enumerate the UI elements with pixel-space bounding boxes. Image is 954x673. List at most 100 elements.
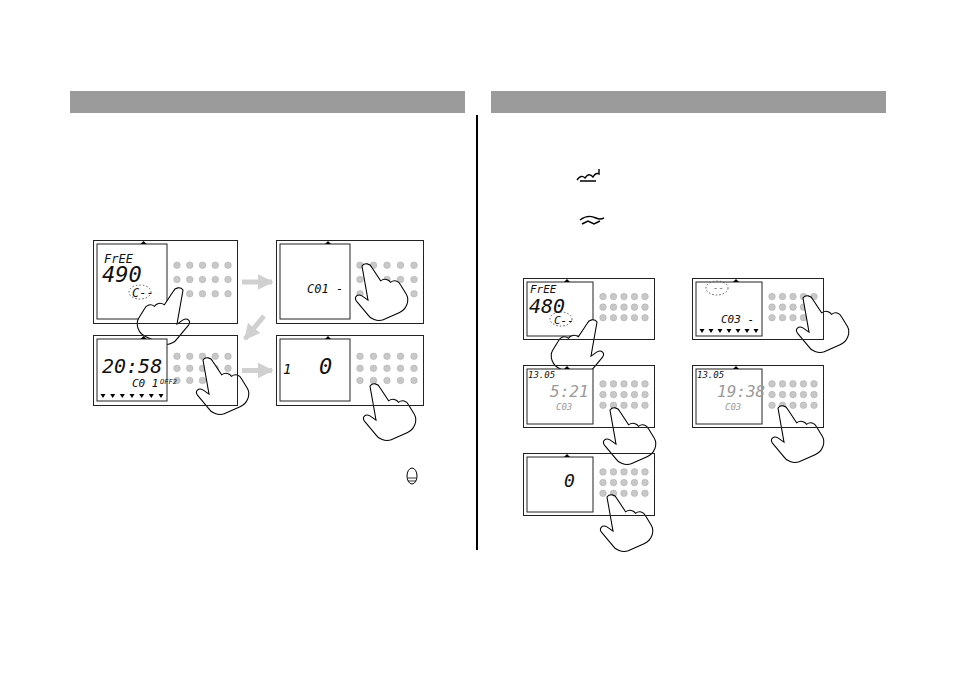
key-button	[621, 391, 628, 398]
key-button	[600, 402, 607, 409]
lcd-screen	[527, 282, 593, 336]
device-screen: -- C03 -	[692, 278, 824, 340]
key-button	[631, 391, 638, 398]
lcd-text: C01 -	[307, 283, 343, 295]
indicator	[141, 336, 147, 339]
header-bar	[70, 91, 465, 113]
key-button	[779, 293, 786, 300]
key-button	[642, 490, 649, 497]
key-button	[411, 276, 418, 283]
key-button	[790, 304, 797, 311]
device-screen: 10	[276, 335, 424, 406]
day-marker	[700, 329, 705, 333]
key-button	[800, 391, 807, 398]
day-marker	[101, 394, 106, 398]
key-button	[642, 391, 649, 398]
lcd-text: 5:21	[550, 384, 589, 400]
indicator	[564, 366, 570, 369]
key-button	[769, 391, 776, 398]
key-button	[642, 314, 649, 321]
key-button	[199, 262, 206, 269]
key-button	[779, 314, 786, 321]
key-button	[610, 314, 617, 321]
key-button	[357, 353, 364, 360]
device-screen: FrEE480C--	[523, 278, 655, 340]
key-button	[610, 293, 617, 300]
blink-mark	[706, 281, 728, 295]
key-button	[174, 353, 181, 360]
indicator	[733, 366, 739, 369]
key-button	[212, 276, 219, 283]
key-button	[800, 402, 807, 409]
key-button	[631, 293, 638, 300]
key-button	[811, 381, 818, 388]
lcd-screen	[527, 457, 593, 512]
key-button	[621, 402, 628, 409]
key-button	[631, 479, 638, 486]
day-marker	[736, 329, 741, 333]
key-button	[600, 381, 607, 388]
indicator	[325, 241, 331, 244]
device-screen: 20:58C0 1OFF2	[93, 335, 238, 406]
key-button	[642, 402, 649, 409]
day-marker	[727, 329, 732, 333]
day-marker	[139, 394, 144, 398]
key-button	[621, 314, 628, 321]
key-button	[212, 262, 219, 269]
key-button	[600, 391, 607, 398]
indicator	[564, 279, 570, 282]
key-button	[621, 304, 628, 311]
key-button	[225, 290, 232, 297]
lcd-text: 480	[529, 296, 565, 316]
lcd-text: C0 1	[132, 378, 159, 389]
device-picture	[280, 241, 417, 324]
indicator	[733, 279, 739, 282]
key-button	[411, 353, 418, 360]
device-screen: 0	[523, 453, 655, 516]
day-marker	[754, 329, 759, 333]
key-button	[631, 381, 638, 388]
key-button	[642, 381, 649, 388]
pressing-hand	[191, 352, 252, 418]
key-button	[411, 262, 418, 269]
wake-icon	[577, 169, 599, 181]
key-button	[384, 365, 391, 372]
key-button	[225, 262, 232, 269]
key-button	[621, 490, 628, 497]
key-button	[370, 377, 377, 384]
lcd-screen	[527, 369, 593, 424]
lcd-text: 1	[283, 362, 291, 376]
lcd-text: C03 -	[721, 314, 754, 325]
day-marker	[745, 329, 750, 333]
pressing-hand	[358, 378, 419, 444]
device-screen: C01 -	[276, 240, 424, 324]
key-button	[631, 469, 638, 476]
key-button	[631, 304, 638, 311]
lcd-text: C--	[132, 287, 154, 299]
lock-icon	[407, 468, 417, 484]
key-button	[621, 469, 628, 476]
key-button	[397, 262, 404, 269]
key-button	[397, 353, 404, 360]
key-button	[384, 377, 391, 384]
key-button	[174, 365, 181, 372]
key-button	[769, 402, 776, 409]
key-button	[199, 276, 206, 283]
key-button	[769, 314, 776, 321]
key-button	[779, 391, 786, 398]
key-button	[610, 304, 617, 311]
lcd-text: --	[713, 284, 724, 293]
key-button	[186, 262, 193, 269]
sleep-icon	[580, 216, 604, 224]
key-button	[199, 377, 206, 384]
device-picture	[280, 336, 419, 444]
key-button	[790, 391, 797, 398]
day-marker	[120, 394, 125, 398]
key-button	[790, 402, 797, 409]
key-button	[199, 290, 206, 297]
key-button	[212, 290, 219, 297]
key-button	[779, 304, 786, 311]
key-button	[225, 353, 232, 360]
